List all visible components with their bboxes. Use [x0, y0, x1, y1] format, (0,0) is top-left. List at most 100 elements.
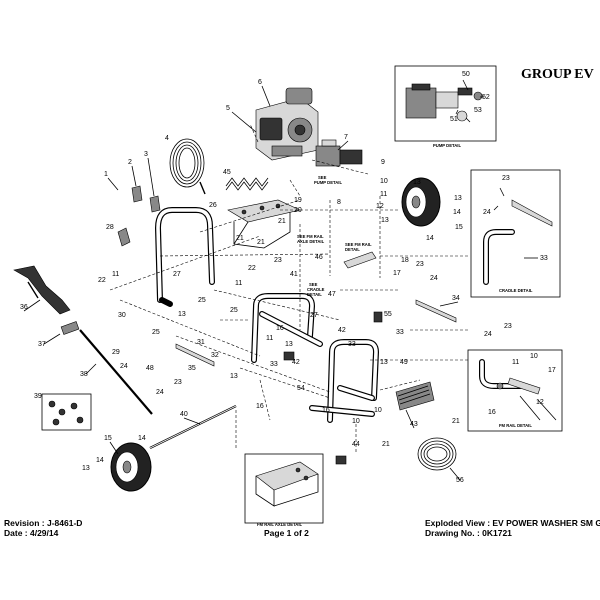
- callout-11c: 11: [266, 335, 273, 342]
- cord-hook: [117, 227, 131, 247]
- see-pump-detail-line2: PUMP DETAIL: [314, 180, 342, 185]
- fm-rail-detail-inset: [467, 349, 563, 432]
- callout-20: 20: [294, 207, 302, 214]
- pump-fitting: [473, 91, 483, 101]
- callout-11d: 11: [512, 359, 519, 366]
- hose-hook: [149, 195, 161, 213]
- callout-24d: 24: [484, 331, 492, 338]
- callout-16a: 16: [256, 403, 264, 410]
- view-title: Exploded View : EV POWER WASHER SM GP: [425, 518, 600, 528]
- callout-21c: 21: [236, 235, 244, 242]
- callout-21a: 21: [278, 218, 286, 225]
- callout-11a: 11: [112, 271, 119, 278]
- pump-body: [405, 87, 437, 119]
- callout-14a: 14: [453, 209, 461, 216]
- callout-26: 26: [209, 202, 217, 209]
- fm-rail-axle-detail-label: FM RAIL AXLE DETAIL: [257, 522, 302, 527]
- page-text: Page 1 of 2: [264, 528, 309, 538]
- rear-rail: [415, 299, 457, 323]
- callout-15a: 15: [455, 224, 463, 231]
- callout-24c: 24: [156, 389, 164, 396]
- callout-13b: 13: [454, 195, 462, 202]
- wheel-upper-right: [401, 177, 441, 227]
- see-cradle-line2: CRADLE: [307, 287, 325, 292]
- callout-13e: 13: [230, 373, 238, 380]
- pump-detail-inset: [394, 65, 497, 142]
- callout-17: 17: [393, 270, 401, 277]
- callout-10c: 10: [530, 353, 538, 360]
- front-rail: [175, 343, 215, 367]
- callout-25a: 25: [198, 297, 206, 304]
- see-fm-rail-axle-line2: AXLE DETAIL: [297, 239, 325, 244]
- callout-29: 29: [112, 349, 120, 356]
- callout-56: 56: [456, 477, 464, 484]
- callout-53: 53: [474, 107, 482, 114]
- see-pump-detail-line1: SEE: [318, 175, 327, 180]
- cradle-detail-label: CRADLE DETAIL: [499, 288, 533, 293]
- pump-cap: [456, 110, 468, 122]
- date-text: Date : 4/29/14: [4, 528, 59, 538]
- callout-6: 6: [258, 79, 262, 86]
- callout-21e: 21: [452, 418, 460, 425]
- fm-rail-axle-detail-inset: [244, 453, 324, 524]
- callout-10a: 10: [352, 418, 360, 425]
- callout-7: 7: [344, 134, 348, 141]
- assembly-lines: [109, 123, 470, 454]
- callout-25c: 25: [152, 329, 160, 336]
- clamp-bracket: [283, 351, 295, 361]
- callout-51: 51: [450, 116, 458, 123]
- battery-box: [395, 381, 435, 411]
- callout-18: 18: [401, 257, 409, 264]
- callout-33c: 33: [396, 329, 404, 336]
- callout-10: 10: [380, 178, 388, 185]
- callout-23a: 23: [416, 261, 424, 268]
- callout-23e: 23: [502, 175, 510, 182]
- callout-41: 41: [290, 271, 298, 278]
- callout-27b: 27: [173, 271, 181, 278]
- callout-45: 45: [223, 169, 231, 176]
- callout-19: 19: [294, 197, 302, 204]
- part-callouts: 1 2 3 4 5 6 7 8 9 10 11 12 13 14 13 14 1…: [20, 71, 556, 484]
- callout-48: 48: [146, 365, 154, 372]
- see-fm-rail-axle-line1: SEE FM RAIL: [297, 234, 324, 239]
- callout-22a: 22: [248, 265, 256, 272]
- callout-50: 50: [462, 71, 470, 78]
- pump-manifold: [411, 83, 431, 91]
- spray-gun: [13, 265, 71, 315]
- callout-14d: 14: [96, 457, 104, 464]
- callout-36: 36: [20, 304, 28, 311]
- callout-24b: 24: [120, 363, 128, 370]
- see-cradle-line1: SEE: [309, 282, 318, 287]
- cord-wrap: [225, 177, 269, 187]
- callout-24a: 24: [430, 275, 438, 282]
- callout-16b: 16: [276, 325, 284, 332]
- drawing-number: Drawing No. : 0K1721: [425, 528, 512, 538]
- callout-32: 32: [211, 352, 219, 359]
- callout-31: 31: [197, 339, 205, 346]
- callout-55: 55: [384, 311, 392, 318]
- foot-pad: [335, 455, 347, 465]
- handle-frame: [155, 207, 215, 307]
- callout-4: 4: [165, 135, 169, 142]
- callout-13g: 13: [380, 359, 388, 366]
- see-cradle-line3: DETAIL: [307, 292, 322, 297]
- callout-33b: 33: [348, 341, 356, 348]
- callout-13c: 13: [413, 179, 421, 186]
- callout-33d: 33: [540, 255, 548, 262]
- callout-10b: 10: [374, 407, 382, 414]
- callout-23c: 23: [174, 379, 182, 386]
- callout-43: 43: [410, 421, 418, 428]
- callout-34: 34: [452, 295, 460, 302]
- engine: [255, 87, 319, 161]
- callout-3: 3: [144, 151, 148, 158]
- callout-25b: 25: [230, 307, 238, 314]
- leader-lines: [23, 85, 461, 481]
- callout-40: 40: [180, 411, 188, 418]
- high-pressure-hose: [417, 437, 457, 471]
- callout-9: 9: [381, 159, 385, 166]
- callout-14b: 14: [426, 235, 434, 242]
- callout-16c: 16: [322, 407, 330, 414]
- callout-35: 35: [188, 365, 196, 372]
- callout-49: 49: [400, 359, 408, 366]
